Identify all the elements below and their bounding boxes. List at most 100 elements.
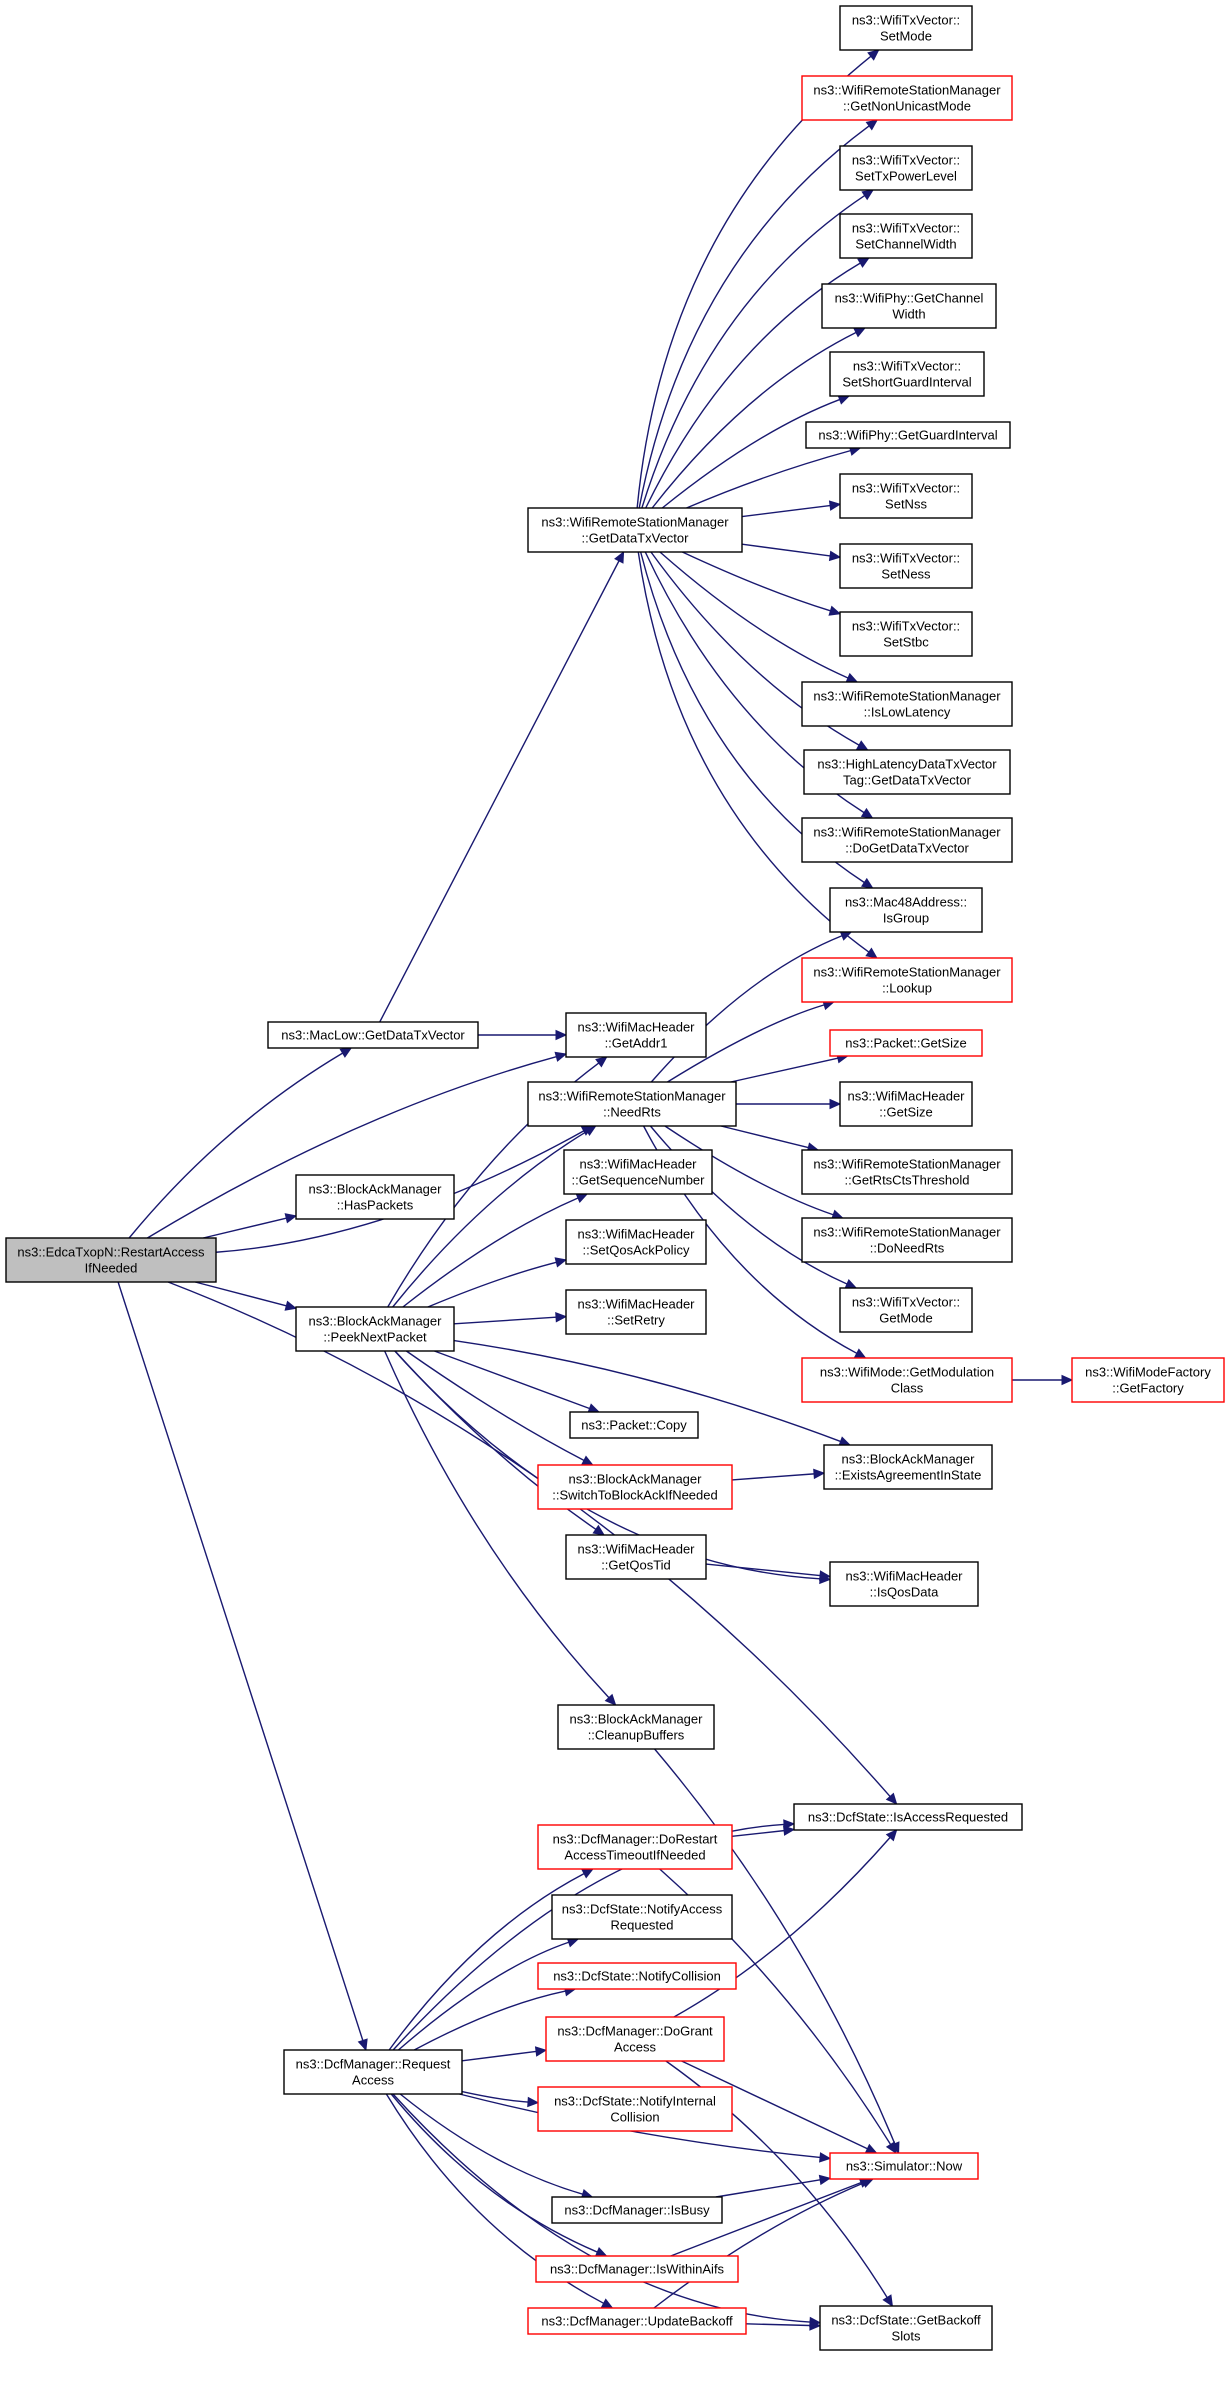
node-box: [829, 887, 983, 933]
node-dcfs-notcol[interactable]: ns3::DcfState::NotifyCollision: [537, 1962, 737, 1990]
node-txv-nss[interactable]: ns3::WifiTxVector::SetNss: [839, 473, 973, 519]
node-box: [839, 1081, 973, 1127]
node-box: [839, 1287, 973, 1333]
node-bam-cleanup[interactable]: ns3::BlockAckManager::CleanupBuffers: [557, 1704, 715, 1750]
node-box: [793, 1803, 1023, 1831]
node-wrsm-doget[interactable]: ns3::WifiRemoteStationManager::DoGetData…: [801, 817, 1013, 863]
node-label-line: ns3::EdcaTxopN::RestartAccess: [17, 1245, 205, 1260]
node-label-line: ::IsQosData: [870, 1585, 939, 1600]
node-label-line: ns3::WifiMacHeader: [845, 1569, 963, 1584]
edge-line: [461, 2050, 537, 2062]
node-hl-tag[interactable]: ns3::HighLatencyDataTxVectorTag::GetData…: [803, 749, 1011, 795]
node-hdr-seq[interactable]: ns3::WifiMacHeader::GetSequenceNumber: [563, 1149, 713, 1195]
node-box: [569, 1411, 699, 1439]
node-txv-sgi[interactable]: ns3::WifiTxVector::SetShortGuardInterval: [829, 351, 985, 397]
edge-line: [434, 1350, 590, 1410]
node-label-line: AccessTimeoutIfNeeded: [564, 1848, 705, 1863]
node-box: [527, 507, 743, 553]
node-txv-mode[interactable]: ns3::WifiTxVector::SetMode: [839, 5, 973, 51]
node-phy-gi[interactable]: ns3::WifiPhy::GetGuardInterval: [805, 421, 1011, 449]
node-txv-stbc[interactable]: ns3::WifiTxVector::SetStbc: [839, 611, 973, 657]
edge-bam_peek-to-pkt_copy: [434, 1350, 601, 1414]
node-hdr-size[interactable]: ns3::WifiMacHeader::GetSize: [839, 1081, 973, 1127]
node-label-line: ns3::WifiRemoteStationManager: [813, 1225, 1001, 1240]
node-pkt-copy[interactable]: ns3::Packet::Copy: [569, 1411, 699, 1439]
node-label-line: Requested: [611, 1918, 674, 1933]
node-wrsm-doneed[interactable]: ns3::WifiRemoteStationManager::DoNeedRts: [801, 1217, 1013, 1263]
edge-line: [673, 1837, 891, 2018]
node-dcf-dorestart[interactable]: ns3::DcfManager::DoRestartAccessTimeoutI…: [537, 1824, 733, 1870]
node-label-line: SetTxPowerLevel: [855, 169, 957, 184]
node-modefactory[interactable]: ns3::WifiModeFactory::GetFactory: [1071, 1357, 1225, 1403]
node-hdr-isqos[interactable]: ns3::WifiMacHeader::IsQosData: [829, 1561, 979, 1607]
node-dcf-upd[interactable]: ns3::DcfManager::UpdateBackoff: [527, 2307, 747, 2335]
edge-arrowhead: [554, 1257, 568, 1268]
node-hdr-retry[interactable]: ns3::WifiMacHeader::SetRetry: [565, 1289, 707, 1335]
node-box: [537, 1962, 737, 1990]
node-wrsm-get[interactable]: ns3::WifiRemoteStationManager::GetDataTx…: [527, 507, 743, 553]
node-label-line: Slots: [892, 2329, 921, 2344]
node-label-line: IfNeeded: [85, 1261, 138, 1276]
edge-wrsm_get-to-txv_nss: [741, 500, 842, 518]
node-box: [839, 145, 973, 191]
edge-root-to-dcfs_isreq: [167, 1281, 898, 1805]
node-label-line: ns3::DcfManager::DoRestart: [553, 1832, 718, 1847]
node-wrsm-lowlat[interactable]: ns3::WifiRemoteStationManager::IsLowLate…: [801, 681, 1013, 727]
edge-line: [397, 1941, 569, 2051]
node-bam-exists[interactable]: ns3::BlockAckManager::ExistsAgreementInS…: [823, 1444, 993, 1490]
node-dcf-busy[interactable]: ns3::DcfManager::IsBusy: [551, 2196, 723, 2224]
edge-line: [117, 1281, 364, 2041]
node-wrsm-needrts[interactable]: ns3::WifiRemoteStationManager::NeedRts: [527, 1081, 737, 1127]
node-hdr-addr1[interactable]: ns3::WifiMacHeader::GetAddr1: [565, 1012, 707, 1058]
node-maclow[interactable]: ns3::MacLow::GetDataTxVector: [267, 1021, 479, 1049]
edge-arrowhead: [284, 1213, 298, 1224]
node-wrsm-rtscts[interactable]: ns3::WifiRemoteStationManager::GetRtsCts…: [801, 1149, 1013, 1195]
node-label-line: ns3::WifiTxVector::: [852, 221, 960, 236]
edge-dcf_grant-to-dcfs_isreq: [673, 1829, 898, 2018]
edge-line: [731, 1829, 785, 1838]
node-box: [565, 1219, 707, 1265]
node-label-line: ::DoNeedRts: [870, 1241, 945, 1256]
node-txv-power[interactable]: ns3::WifiTxVector::SetTxPowerLevel: [839, 145, 973, 191]
node-txv-ness[interactable]: ns3::WifiTxVector::SetNess: [839, 543, 973, 589]
node-label-line: ::NeedRts: [603, 1105, 661, 1120]
node-txv-getmode[interactable]: ns3::WifiTxVector::GetMode: [839, 1287, 973, 1333]
node-bam-switch[interactable]: ns3::BlockAckManager::SwitchToBlockAckIf…: [537, 1464, 733, 1510]
node-txv-chw[interactable]: ns3::WifiTxVector::SetChannelWidth: [839, 213, 973, 259]
node-dcf-aifs[interactable]: ns3::DcfManager::IsWithinAifs: [535, 2255, 739, 2283]
node-hdr-qostid[interactable]: ns3::WifiMacHeader::GetQosTid: [565, 1534, 707, 1580]
node-bam-has[interactable]: ns3::BlockAckManager::HasPackets: [295, 1174, 455, 1220]
node-label-line: Access: [352, 2073, 394, 2088]
edge-line: [394, 1350, 821, 1580]
edge-arrowhead: [829, 1098, 842, 1110]
node-label-line: ns3::Packet::Copy: [581, 1418, 687, 1433]
node-box: [1071, 1357, 1225, 1403]
edge-wrsm_get-to-txv_ness: [741, 543, 842, 562]
node-mac48[interactable]: ns3::Mac48Address::IsGroup: [829, 887, 983, 933]
node-hdr-qosack[interactable]: ns3::WifiMacHeader::SetQosAckPolicy: [565, 1219, 707, 1265]
node-box: [839, 611, 973, 657]
edge-line: [715, 2179, 821, 2198]
node-label-line: ns3::WifiMacHeader: [577, 1297, 695, 1312]
node-label-line: ns3::WifiTxVector::: [853, 359, 961, 374]
edge-arrowhead: [581, 1868, 595, 1879]
node-wrsm-nonuni[interactable]: ns3::WifiRemoteStationManager::GetNonUni…: [801, 75, 1013, 121]
node-label-line: SetNss: [885, 497, 927, 512]
node-bam-peek[interactable]: ns3::BlockAckManager::PeekNextPacket: [295, 1306, 455, 1352]
edge-line: [741, 504, 831, 518]
edge-arrowhead: [865, 119, 879, 131]
edge-arrowhead: [828, 605, 842, 616]
node-dcfs-isreq[interactable]: ns3::DcfState::IsAccessRequested: [793, 1803, 1023, 1831]
node-label-line: ::CleanupBuffers: [588, 1728, 685, 1743]
node-pkt-size[interactable]: ns3::Packet::GetSize: [829, 1029, 983, 1057]
node-sim-now[interactable]: ns3::Simulator::Now: [829, 2152, 979, 2180]
node-wrsm-lookup[interactable]: ns3::WifiRemoteStationManager::Lookup: [801, 957, 1013, 1003]
